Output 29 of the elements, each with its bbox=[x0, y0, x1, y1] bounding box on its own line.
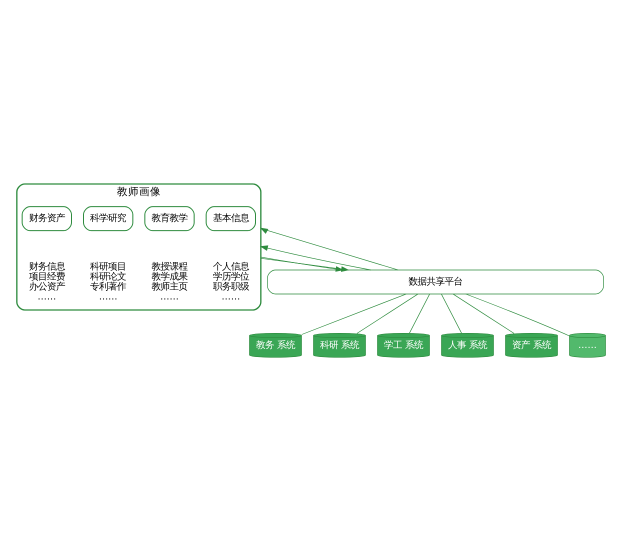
node-label: …… bbox=[222, 290, 240, 302]
node-label: 项目经费 bbox=[28, 270, 65, 282]
node-box: 基本信息 bbox=[206, 206, 256, 231]
node-label: 科研项目 bbox=[90, 260, 126, 272]
node-label: …… bbox=[38, 290, 56, 302]
connector bbox=[465, 293, 570, 336]
node-box: 财务资产 bbox=[22, 206, 72, 231]
node-label: 学历学位 bbox=[212, 270, 249, 282]
node-label: …… bbox=[160, 290, 179, 302]
node-label: 职务职级 bbox=[212, 280, 249, 292]
node-box: 数据共享平台 bbox=[267, 269, 604, 294]
node-label: 财务信息 bbox=[28, 260, 65, 272]
node-label: 科研论文 bbox=[90, 270, 126, 282]
node-label: 个人信息 bbox=[212, 260, 249, 272]
node-box: 科学研究 bbox=[83, 206, 134, 231]
connector bbox=[452, 293, 514, 334]
arrow bbox=[260, 227, 398, 270]
node-box: 教育教学 bbox=[144, 206, 195, 231]
node-label: 专利著作 bbox=[90, 280, 126, 292]
connector bbox=[441, 293, 462, 333]
node-label: …… bbox=[98, 290, 118, 302]
arrow bbox=[260, 244, 372, 270]
connector bbox=[409, 293, 430, 333]
connector bbox=[356, 293, 418, 334]
node-label: 教授课程 bbox=[152, 260, 188, 272]
node-label: 教师主页 bbox=[152, 280, 188, 292]
connector bbox=[301, 293, 406, 334]
node-label: 办公资产 bbox=[28, 280, 65, 292]
node-label: 教学成果 bbox=[152, 270, 188, 282]
